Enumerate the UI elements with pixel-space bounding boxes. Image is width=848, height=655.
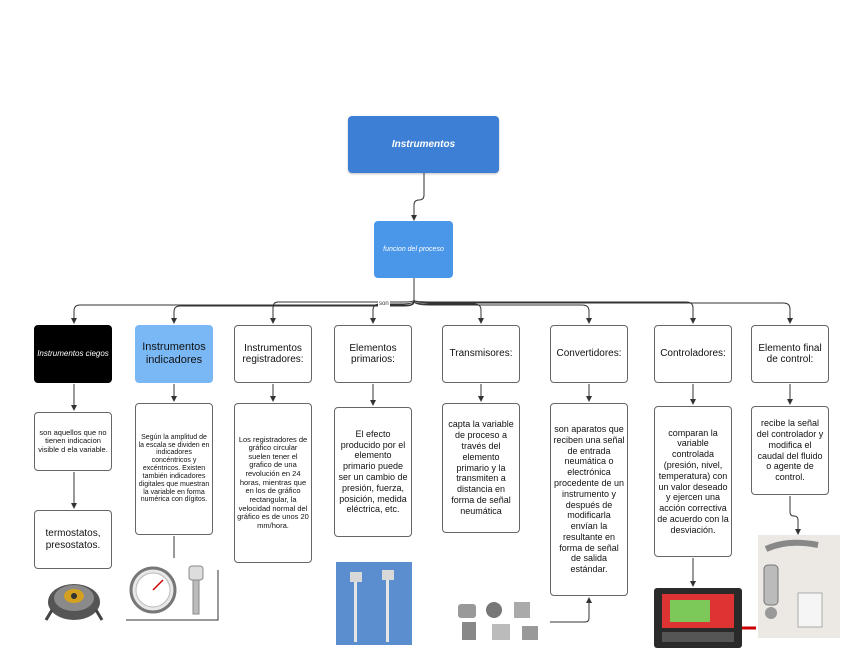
son-label: son — [378, 301, 390, 307]
transmisores-header: Transmisores: — [442, 325, 520, 383]
funcion-proceso-label: funcion del proceso — [383, 246, 444, 253]
final-control-element-image — [758, 535, 840, 638]
instrumentos-ciegos-description: son aquellos que no tienen indicacion vi… — [34, 412, 112, 471]
gauge-indicator-image — [129, 565, 204, 615]
instrumentos-indicadores-description: Según la amplitud de la escala se divide… — [135, 403, 213, 535]
instrumentos-label: Instrumentos — [391, 139, 456, 150]
convertidores-description: son aparatos que reciben una señal de en… — [550, 403, 628, 596]
controladores-header: Controladores: — [654, 325, 732, 383]
controller-image — [654, 588, 756, 648]
instrumentos-registradores-description: Los registradores de gráfico circular su… — [234, 403, 312, 563]
transmitters-image — [458, 602, 538, 640]
funcion-proceso-node: funcion del proceso — [374, 221, 453, 278]
primary-element-image — [336, 562, 412, 645]
instrumentos-ciegos-header: Instrumentos ciegos — [34, 325, 112, 383]
instrumentos-ciegos-example: termostatos, presostatos. — [34, 510, 112, 569]
elementos-primarios-description: El efecto producido por el elemento prim… — [334, 407, 412, 537]
convertidores-header: Convertidores: — [550, 325, 628, 383]
transmisores-description: capta la variable de proceso a través de… — [442, 403, 520, 533]
controladores-description: comparan la variable controlada (presión… — [654, 406, 732, 557]
instrumentos-registradores-header: Instrumentos registradores: — [234, 325, 312, 383]
thermostat-image — [44, 584, 104, 621]
instrumentos-indicadores-header: Instrumentos indicadores — [135, 325, 213, 383]
elemento-final-header: Elemento final de control: — [751, 325, 829, 383]
elemento-final-description: recibe la señal del controlador y modifi… — [751, 406, 829, 495]
instrumentos-node: Instrumentos — [348, 116, 499, 173]
elementos-primarios-header: Elementos primarios: — [334, 325, 412, 383]
